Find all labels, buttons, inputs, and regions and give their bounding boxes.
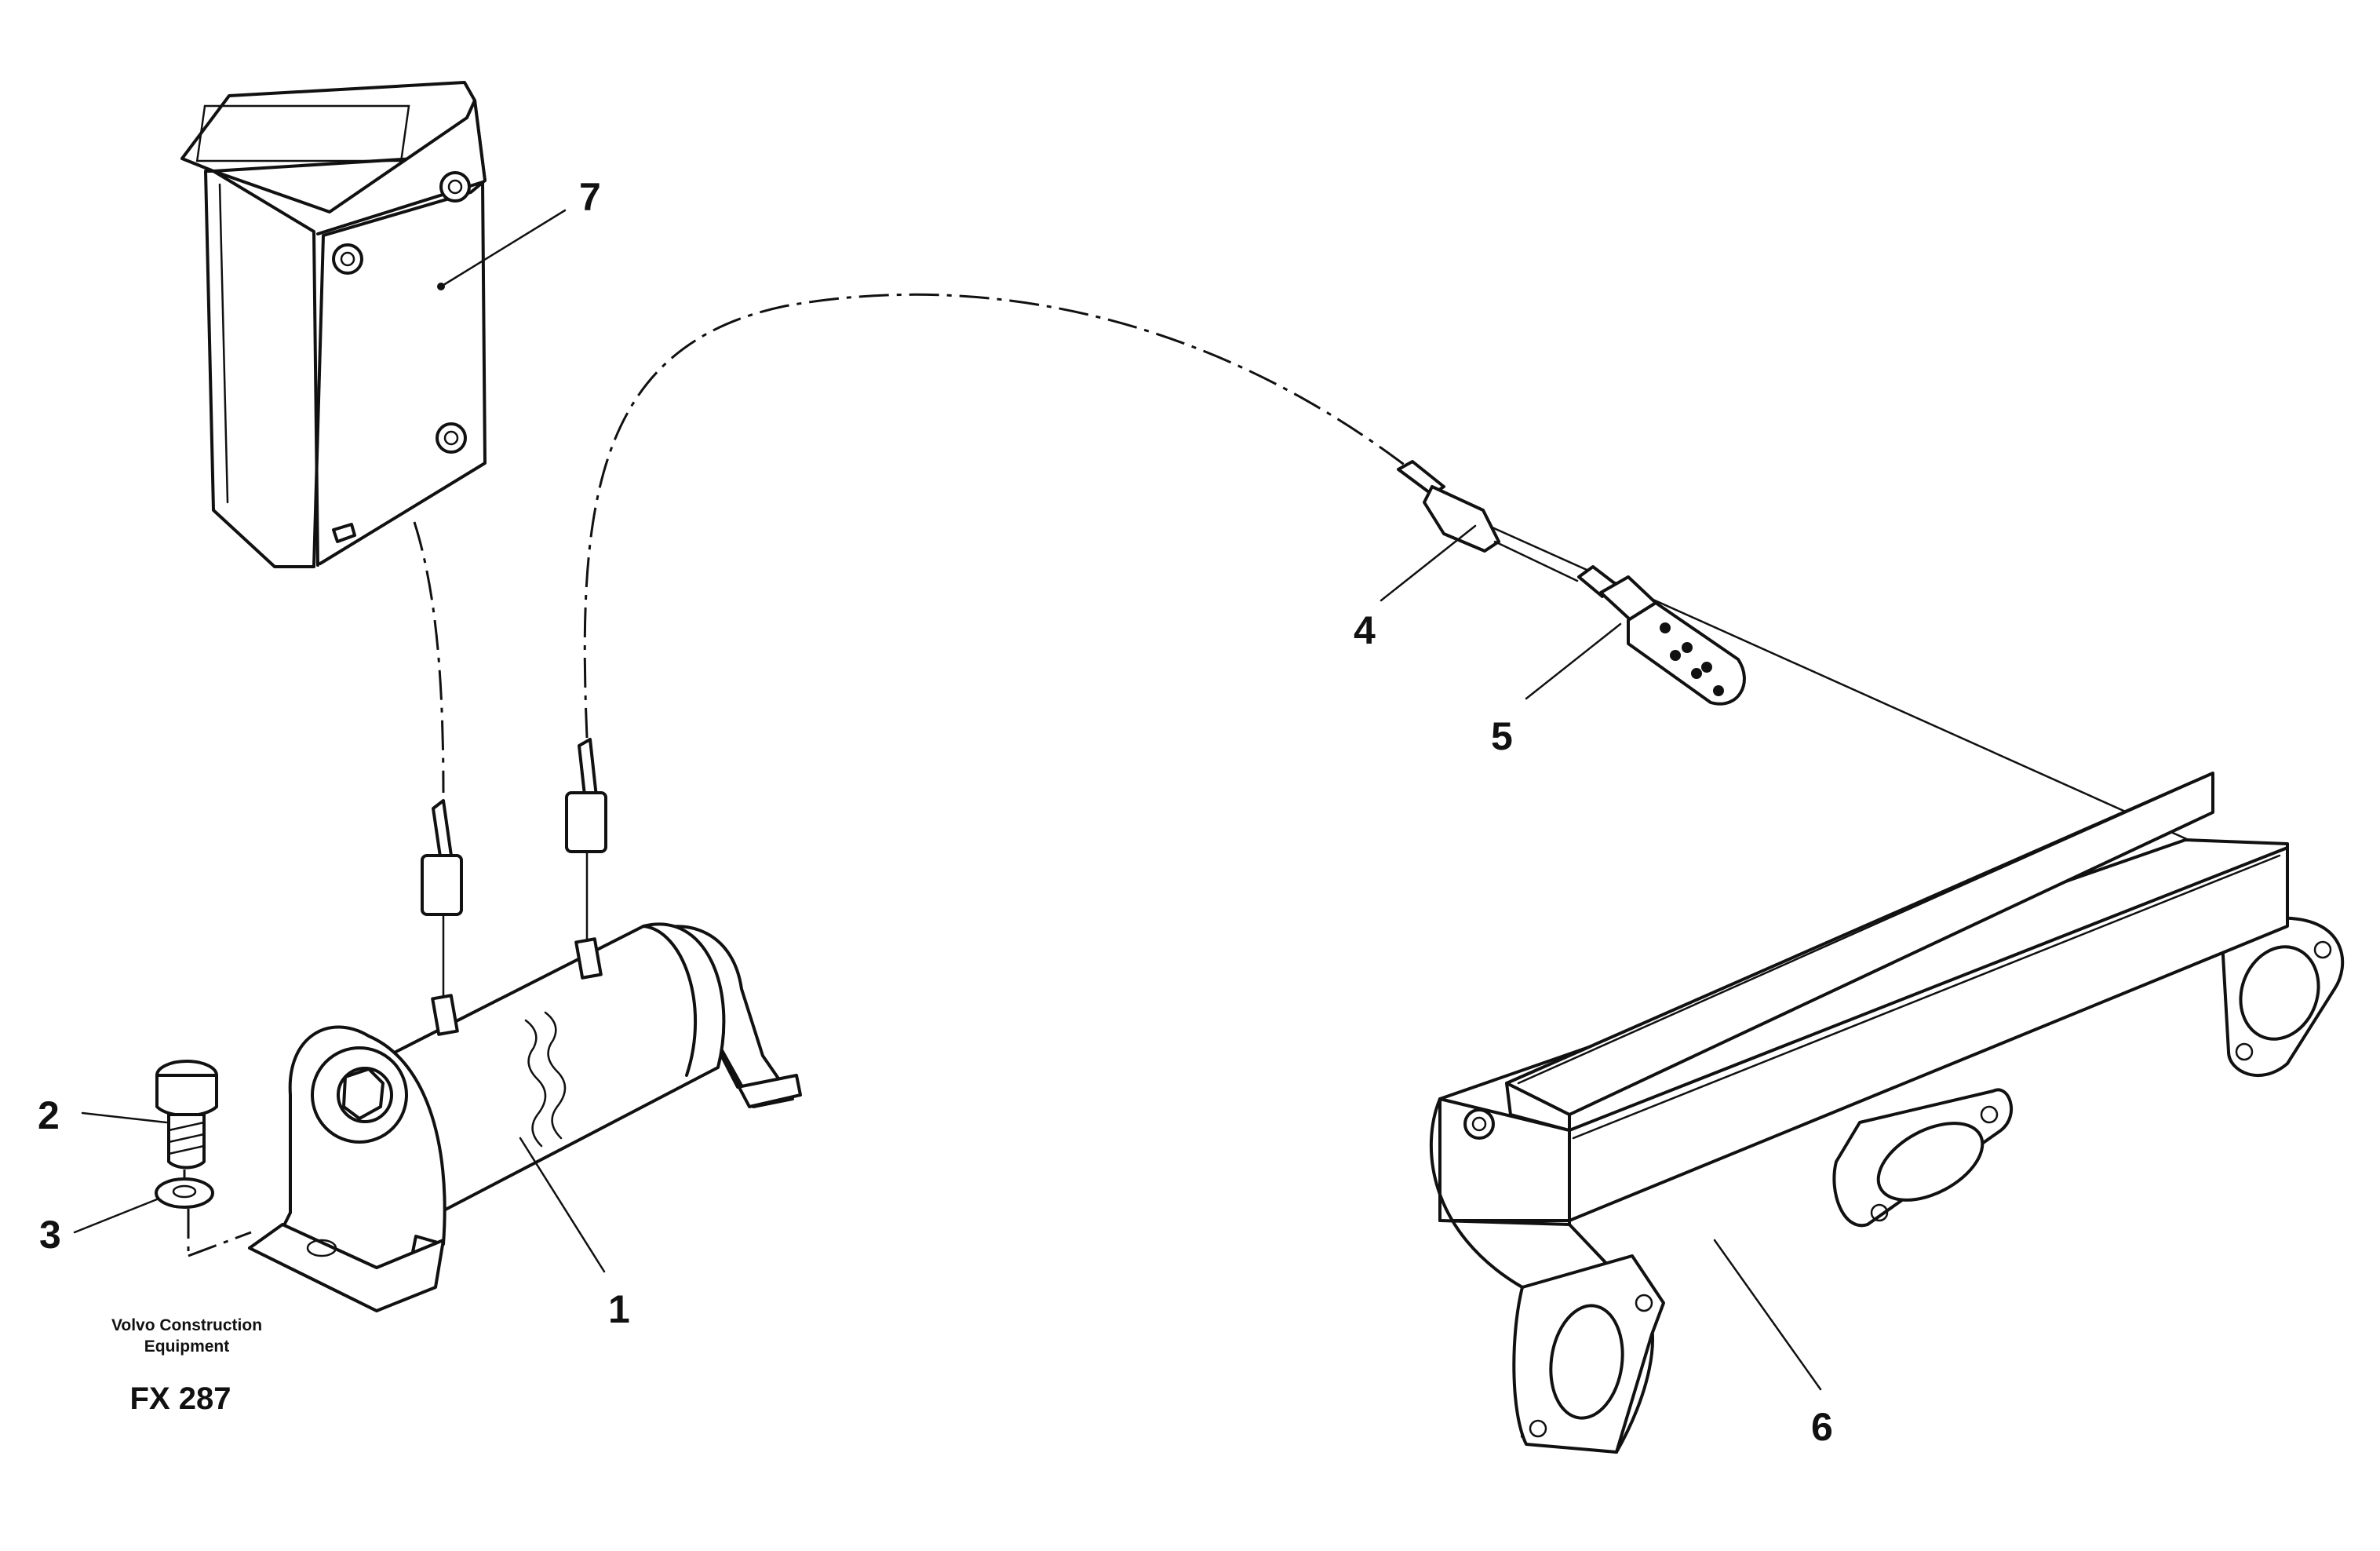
leader-5 bbox=[1525, 622, 1622, 700]
callout-5: 5 bbox=[1491, 714, 1513, 758]
callout-1: 1 bbox=[608, 1287, 630, 1331]
part-2-bolt bbox=[155, 1060, 218, 1170]
sensor-axis-line bbox=[1470, 516, 2199, 845]
part-4-connector bbox=[1397, 460, 1579, 582]
callout-6: 6 bbox=[1811, 1405, 1833, 1449]
callout-7: 7 bbox=[579, 175, 601, 219]
caption-line-2: Equipment bbox=[144, 1338, 230, 1356]
leader-3 bbox=[73, 1198, 159, 1234]
callout-2: 2 bbox=[38, 1093, 60, 1137]
wire-left bbox=[413, 521, 445, 794]
part-3-washer bbox=[155, 1170, 252, 1257]
leader-6 bbox=[1713, 1239, 1822, 1391]
part-5-sensor bbox=[1577, 565, 1746, 706]
part-7-control-box bbox=[180, 81, 487, 568]
leader-7 bbox=[439, 209, 567, 288]
caption-code: FX 287 bbox=[130, 1381, 231, 1416]
part-6-manifold bbox=[1429, 772, 2345, 1454]
callout-3: 3 bbox=[39, 1213, 61, 1257]
callout-4: 4 bbox=[1354, 608, 1376, 652]
leader-1 bbox=[519, 1137, 606, 1273]
wire-right bbox=[583, 293, 1413, 739]
heater-connectors bbox=[421, 738, 607, 998]
caption-line-1: Volvo Construction bbox=[111, 1316, 262, 1334]
leader-2 bbox=[81, 1111, 168, 1124]
leader-4 bbox=[1380, 524, 1477, 602]
part-1-heater bbox=[248, 922, 802, 1312]
